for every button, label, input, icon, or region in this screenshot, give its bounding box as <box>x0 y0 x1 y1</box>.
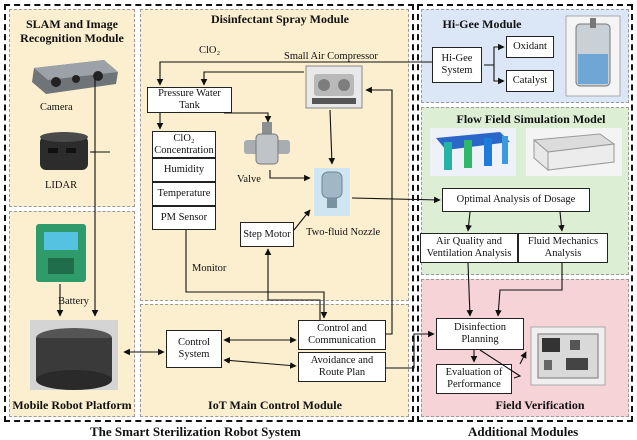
battery-image <box>36 224 86 282</box>
nozzle-image <box>314 168 350 216</box>
disinfection-planning-box: Disinfection Planning <box>436 318 524 350</box>
monitor-label: Monitor <box>192 263 227 274</box>
lidar-label: LIDAR <box>45 180 78 191</box>
spray-title: Disinfectant Spray Module <box>211 12 349 26</box>
additional-modules-frame <box>417 4 633 422</box>
pressure-tank-box: Pressure Water Tank <box>147 87 232 113</box>
control-comm-box: Control and Communication <box>298 320 386 350</box>
robot-platform-image <box>30 320 118 390</box>
step-motor-box: Step Motor <box>240 222 294 247</box>
flow-simulation-image-1 <box>430 128 516 176</box>
compressor-image <box>305 65 363 109</box>
oxidant-box: Oxidant <box>506 36 554 58</box>
nozzle-label: Two-fluid Nozzle <box>306 227 381 238</box>
optimal-analysis-box: Optimal Analysis of Dosage <box>442 188 590 212</box>
higee-system-box: Hi-Gee System <box>432 47 482 83</box>
compressor-label: Small Air Compressor <box>284 51 378 62</box>
valve-image <box>244 122 290 165</box>
evaluation-box: Evaluation of Performance <box>436 364 512 394</box>
humidity-box: Humidity <box>152 158 216 182</box>
slam-panel <box>9 9 135 207</box>
reactor-image <box>565 15 621 97</box>
camera-image <box>32 60 118 94</box>
footer-left: The Smart Sterilization Robot System <box>90 424 301 439</box>
floor-plan-image <box>530 326 606 386</box>
iot-title: IoT Main Control Module <box>208 398 342 412</box>
temperature-box: Temperature <box>152 182 216 206</box>
catalyst-box: Catalyst <box>506 70 554 92</box>
battery-label: Battery <box>58 296 89 307</box>
robot-system-frame <box>4 4 414 422</box>
field-title: Field Verification <box>495 398 585 412</box>
higee-title: Hi-Gee Module <box>442 17 522 31</box>
slam-title: SLAM and Image Recognition Module <box>20 17 124 45</box>
lidar-image <box>40 132 88 170</box>
footer-right: Additional Modules <box>468 424 579 439</box>
clo2-label: ClO₂ <box>199 45 221 56</box>
flow-simulation-image-2 <box>526 128 622 176</box>
camera-label: Camera <box>40 102 73 113</box>
air-quality-box: Air Quality and Ventilation Analysis <box>420 233 518 263</box>
control-system-box: Control System <box>166 330 222 368</box>
avoidance-box: Avoidance and Route Plan <box>298 352 386 382</box>
fluid-mechanics-box: Fluid Mechanics Analysis <box>518 233 608 263</box>
valve-label: Valve <box>237 174 261 185</box>
flow-title: Flow Field Simulation Model <box>456 112 606 126</box>
clo2-concentration-box: ClO₂ Concentration <box>152 131 216 158</box>
pm-sensor-box: PM Sensor <box>152 206 216 230</box>
platform-title: Mobile Robot Platform <box>12 398 132 412</box>
